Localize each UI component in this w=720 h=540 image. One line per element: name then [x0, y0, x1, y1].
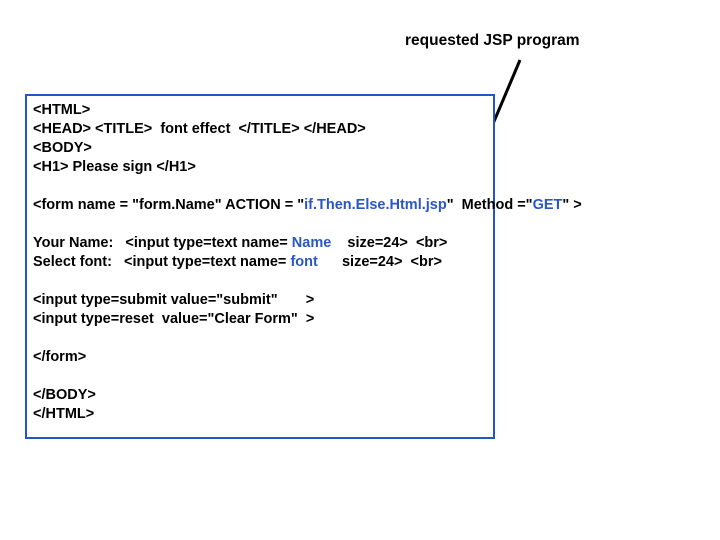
- form-line-part1: <form name = "form.Name" ACTION = ": [33, 197, 305, 213]
- code-line-end-form: </form>: [33, 349, 87, 365]
- font-line-part1: Select font: <input type=text name=: [33, 254, 291, 270]
- code-line-font-input: Select font: <input type=text name= font…: [33, 253, 442, 272]
- code-line-submit-input: <input type=submit value="submit" >: [33, 292, 315, 308]
- form-method-value: GET: [532, 197, 563, 213]
- code-line-reset-input: <input type=reset value="Clear Form" >: [33, 311, 315, 327]
- font-line-part2: size=24> <br>: [317, 254, 442, 270]
- code-line-html: <HTML>: [33, 102, 91, 118]
- font-field-value: font: [290, 254, 318, 270]
- code-line-h1: <H1> Please sign </H1>: [33, 159, 196, 175]
- name-line-part1: Your Name: <input type=text name=: [33, 235, 292, 251]
- code-line-end-html: </HTML>: [33, 406, 95, 422]
- code-line-end-body: </BODY>: [33, 387, 96, 403]
- code-line-name-input: Your Name: <input type=text name= Name s…: [33, 234, 447, 253]
- annotation-label: requested JSP program: [405, 32, 580, 49]
- form-line-part3: " >: [562, 197, 582, 213]
- code-line-form: <form name = "form.Name" ACTION = "if.Th…: [33, 196, 582, 215]
- name-field-value: Name: [291, 235, 332, 251]
- name-line-part2: size=24> <br>: [331, 235, 448, 251]
- code-block: [25, 94, 495, 439]
- code-line-body: <BODY>: [33, 140, 92, 156]
- form-action-value: if.Then.Else.Html.jsp: [304, 197, 447, 213]
- form-line-part2: " Method =": [446, 197, 533, 213]
- code-line-head: <HEAD> <TITLE> font effect </TITLE> </HE…: [33, 121, 366, 137]
